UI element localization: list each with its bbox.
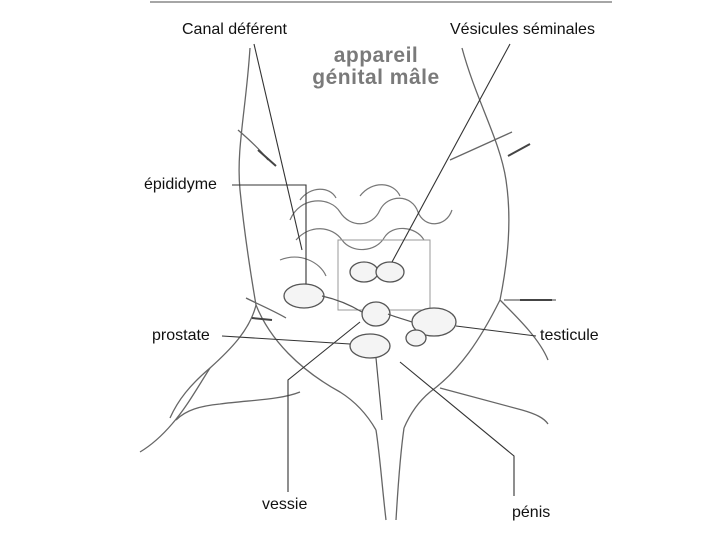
leader-vesicules-seminales xyxy=(391,43,511,263)
leader-canal-deferent xyxy=(253,43,303,251)
seminal-vesicle-left xyxy=(349,261,379,283)
label-epididyme: épididyme xyxy=(144,176,217,193)
bladder xyxy=(361,301,391,327)
label-vessie: vessie xyxy=(262,496,308,513)
title-line-1: appareil xyxy=(333,44,419,67)
leader-prostate xyxy=(221,335,351,345)
leader-epididyme xyxy=(232,184,307,284)
gland-small xyxy=(405,329,427,347)
title-line-2: génital mâle xyxy=(312,66,440,90)
testis-left xyxy=(283,283,325,309)
prostate-gland xyxy=(349,333,391,359)
organs xyxy=(283,261,457,359)
seminal-vesicle-right xyxy=(375,261,405,283)
label-vesicules-seminales: Vésicules séminales xyxy=(450,21,595,38)
leader-vessie xyxy=(287,321,361,492)
label-prostate: prostate xyxy=(152,327,210,344)
leader-testicule xyxy=(455,325,537,337)
ducts xyxy=(321,295,413,421)
leader-lines xyxy=(221,43,537,496)
diagram-title: appareil génital mâle xyxy=(306,44,446,90)
label-testicule: testicule xyxy=(540,327,599,344)
label-canal-deferent: Canal déférent xyxy=(182,21,287,38)
body-outline xyxy=(139,47,556,521)
label-penis: pénis xyxy=(512,504,551,521)
pins xyxy=(251,143,552,321)
leader-penis xyxy=(399,361,515,496)
